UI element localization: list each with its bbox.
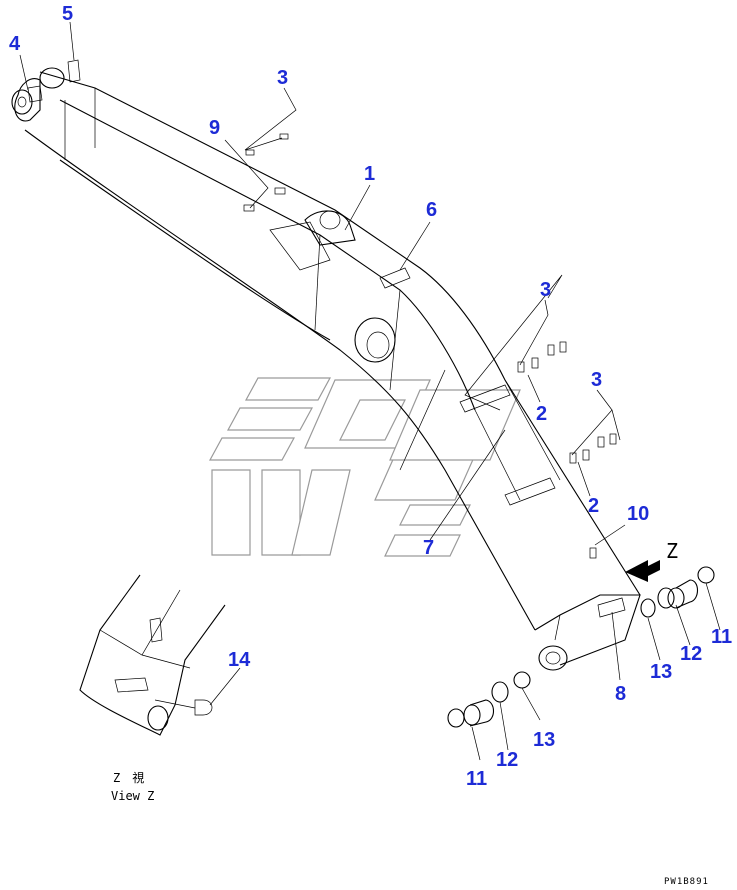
callout-1: 1 (364, 163, 375, 185)
callout-6: 6 (426, 199, 437, 221)
callout-11: 11 (466, 768, 487, 790)
callout-5: 5 (62, 3, 73, 25)
leader-lines (19, 21, 721, 761)
view-caption-en: View Z (111, 789, 154, 803)
callout-labels: 1 2 2 3 3 3 4 5 6 7 8 9 10 11 11 12 12 1… (9, 3, 732, 790)
callout-11: 11 (711, 626, 732, 648)
view-direction-arrow (625, 560, 660, 582)
watermark-logo (208, 377, 521, 557)
bushing-set-upper (640, 566, 715, 618)
boom-assembly (11, 59, 641, 671)
callout-4: 4 (9, 33, 21, 55)
callout-10: 10 (627, 503, 649, 525)
callout-3: 3 (277, 67, 288, 89)
callout-12: 12 (496, 749, 518, 771)
callout-7: 7 (423, 537, 434, 559)
view-marker: Z (666, 539, 678, 563)
view-z-inset (79, 574, 226, 736)
view-caption-jp: Z 視 (113, 770, 144, 785)
bushing-set-lower (447, 671, 531, 728)
callout-2: 2 (588, 495, 599, 517)
callout-8: 8 (615, 683, 626, 705)
callout-3: 3 (540, 279, 551, 301)
callout-9: 9 (209, 117, 220, 139)
callout-3: 3 (591, 369, 602, 391)
callout-13: 13 (650, 661, 672, 683)
drawing-code: PW1B891 (664, 877, 709, 887)
callout-2: 2 (536, 403, 547, 425)
callout-12: 12 (680, 643, 702, 665)
callout-14: 14 (228, 649, 251, 671)
callout-13: 13 (533, 729, 555, 751)
